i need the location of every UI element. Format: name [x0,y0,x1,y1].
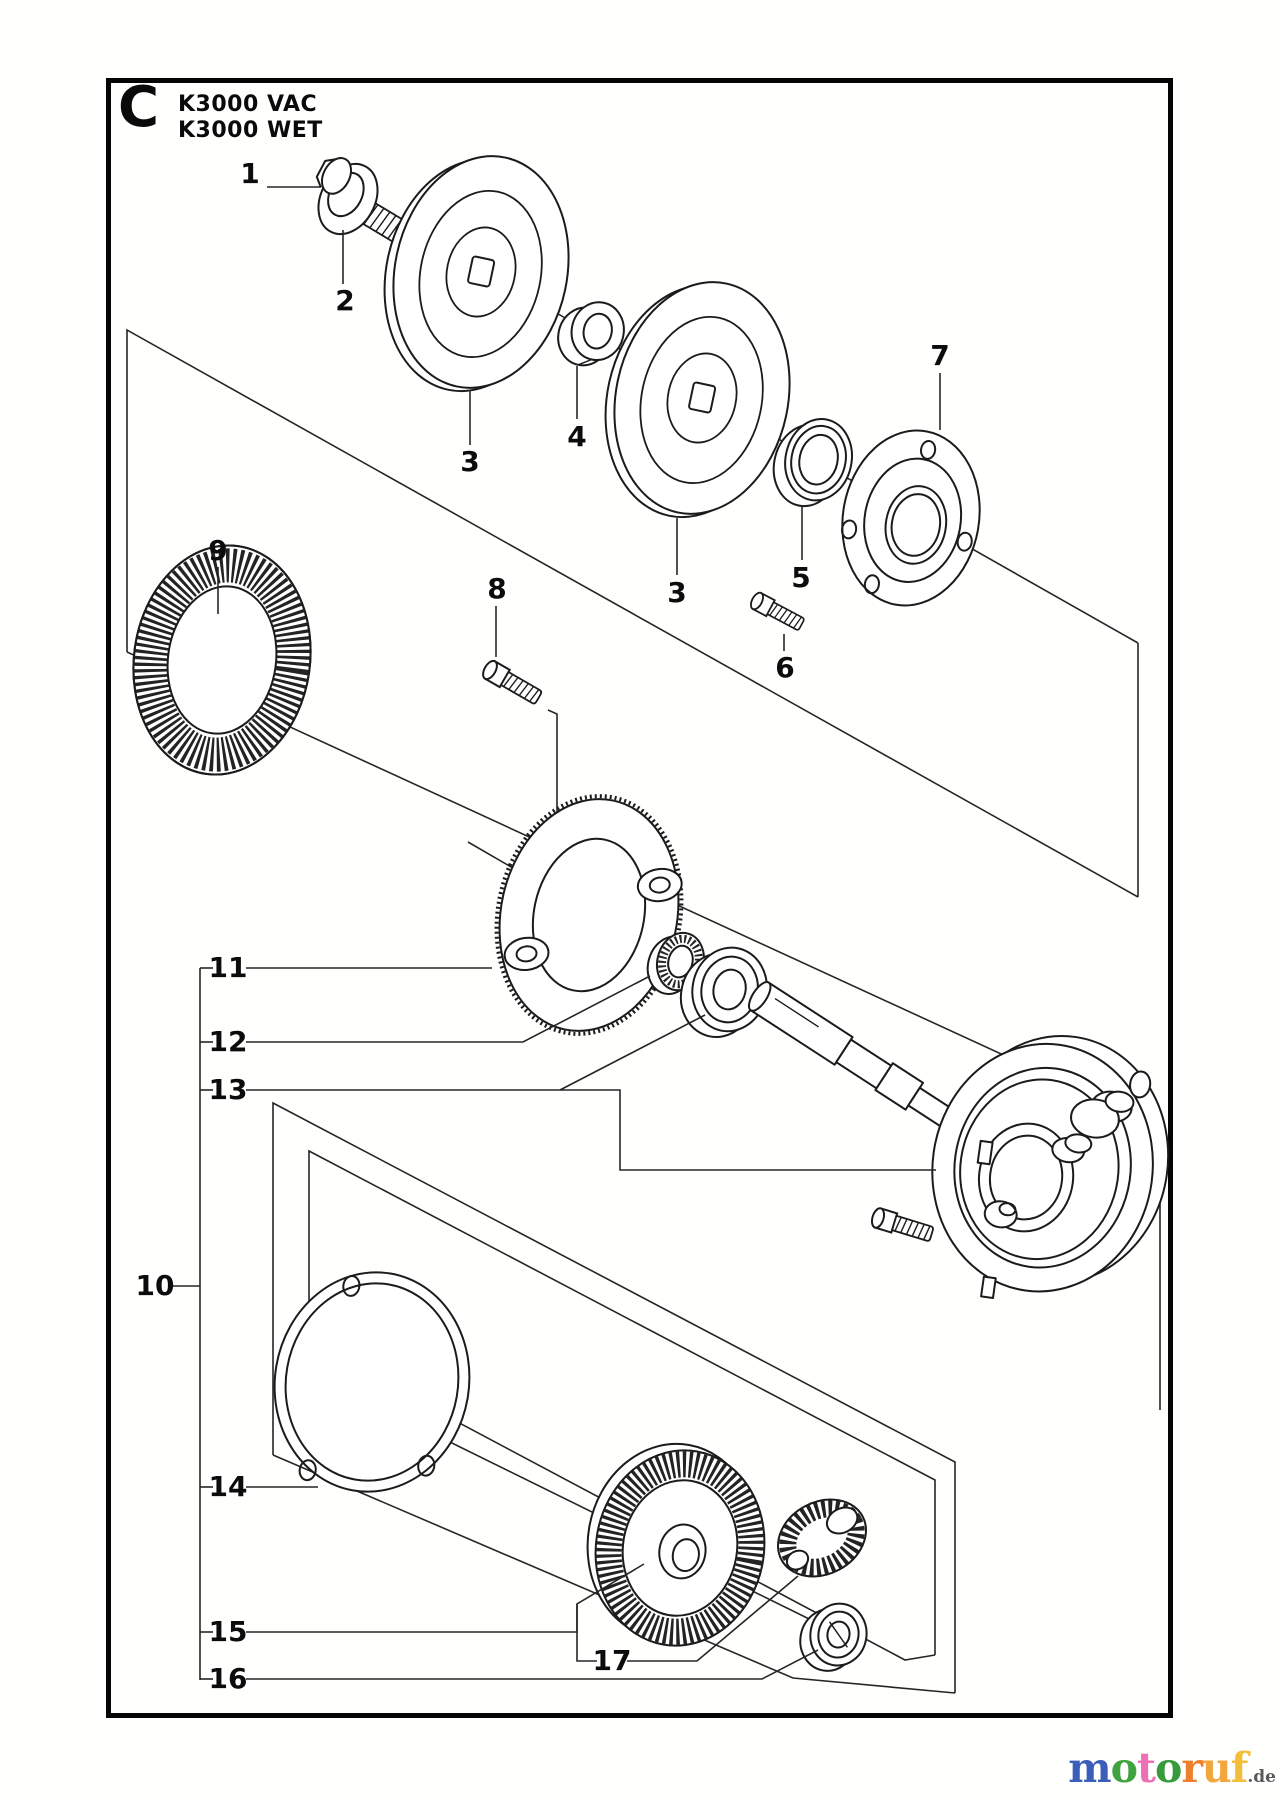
part-cutting-blade-rear [583,263,812,537]
part-housing-gasket [273,1271,471,1493]
part-housing-screw [868,1205,936,1245]
callout-17: 17 [592,1644,632,1677]
callout-15: 15 [208,1615,248,1648]
part-flange-screw [747,589,807,634]
diagram-border-frame [106,78,1173,1718]
part-cover-ring [494,794,684,1036]
part-gear-housing [931,1034,1170,1300]
part-support-flange [841,429,981,607]
part-brush-ring [132,544,312,776]
part-blade-bushing [557,301,625,367]
part-pinion-gear [777,1498,867,1578]
callout-13: 13 [208,1073,248,1106]
callout-12: 12 [208,1025,248,1058]
part-blade-shaft [747,981,972,1138]
part-bevel-gear [586,1442,766,1647]
callout-leader-lines [172,186,941,1680]
callout-6: 6 [775,651,795,684]
watermark-suffix: .de [1247,1767,1276,1787]
callout-1: 1 [240,157,260,190]
part-pinion-bearing [799,1602,868,1672]
watermark: motoruf.de [1040,1746,1276,1799]
part-cutting-blade-front [362,137,591,411]
callout-7: 7 [930,339,950,372]
group-panel-outlines [126,328,1161,1694]
callout-9: 9 [208,534,228,567]
section-letter: C [118,75,160,140]
part-ball-bearing [679,946,768,1039]
callout-2: 2 [335,284,355,317]
model-names: K3000 VAC K3000 WET [178,92,323,144]
callout-8: 8 [487,572,507,605]
watermark-text: motoruf [1068,1744,1248,1792]
part-cover-screw [479,657,545,708]
callout-10: 10 [135,1269,175,1302]
part-lock-nut [646,931,705,995]
callout-5: 5 [791,561,811,594]
callout-11: 11 [208,951,248,984]
callout-3-rear: 3 [667,576,687,609]
part-seal-ring [772,418,853,508]
callout-3-front: 3 [460,445,480,478]
model-name-wet: K3000 WET [178,118,323,143]
callout-4: 4 [567,420,587,453]
callout-16: 16 [208,1662,248,1695]
callout-14: 14 [208,1470,248,1503]
model-name-vac: K3000 VAC [178,92,318,117]
